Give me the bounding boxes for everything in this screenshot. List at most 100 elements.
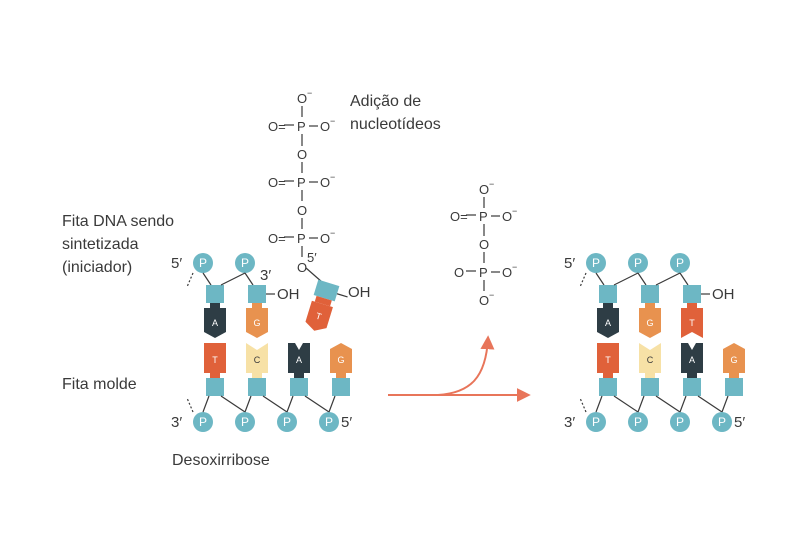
primer-3prime: 3′ <box>260 267 271 284</box>
nucleotide-5prime: 5′ <box>307 250 317 265</box>
chem-phosphate: P <box>479 209 488 224</box>
adding-label-line1: Adição de <box>350 93 421 110</box>
phosphate <box>193 253 213 273</box>
phosphate <box>586 253 606 273</box>
phosphate <box>235 412 255 432</box>
chem-negative: − <box>330 228 335 238</box>
base-g <box>330 343 352 373</box>
base-label: A <box>212 318 218 328</box>
chem-oxygen: O <box>297 203 307 218</box>
base-t <box>204 343 226 373</box>
chem-oxygen: O <box>297 91 307 106</box>
base-c <box>246 343 268 373</box>
base-label: G <box>646 318 653 328</box>
phosphate <box>586 412 606 432</box>
base-label: G <box>253 318 260 328</box>
phosphate <box>235 253 255 273</box>
bottom-strand-3prime: 3′ <box>564 414 575 431</box>
top-strand-5prime: 5′ <box>171 255 182 272</box>
chem-oxygen-double: O= <box>268 231 286 246</box>
bottom-strand-5prime: 5′ <box>734 414 745 431</box>
reaction-arrows <box>388 335 531 402</box>
phosphate-label: P <box>241 256 249 270</box>
base-label: C <box>647 355 654 365</box>
chem-oxygen: O <box>320 175 330 190</box>
phosphate-label: P <box>283 415 291 429</box>
chem-phosphate: P <box>297 231 306 246</box>
labels: Adição de nucleotídeos Fita DNA sendo si… <box>62 93 441 469</box>
phosphate <box>670 412 690 432</box>
sugar <box>599 378 617 396</box>
chem-negative: − <box>489 290 494 300</box>
sugar <box>248 378 266 396</box>
sugar <box>683 378 701 396</box>
incoming-sugar <box>313 279 340 302</box>
template-strand-label: Fita molde <box>62 376 137 393</box>
pyrophosphate: O − O= P O − O O P O − O − <box>450 179 517 308</box>
phosphate <box>628 253 648 273</box>
sugar <box>206 378 224 396</box>
new-strand-label-line1: Fita DNA sendo <box>62 213 174 230</box>
chem-negative: − <box>330 116 335 126</box>
base-label: T <box>605 355 611 365</box>
base-label: C <box>254 355 261 365</box>
base-label: T <box>689 318 695 328</box>
chem-phosphate: P <box>479 265 488 280</box>
sugar <box>641 378 659 396</box>
base-g <box>639 308 661 338</box>
phosphate-label: P <box>718 415 726 429</box>
chem-negative: − <box>489 179 494 189</box>
chem-phosphate: P <box>297 175 306 190</box>
phosphate-label: P <box>676 415 684 429</box>
incoming-base-t <box>305 300 333 331</box>
sugar <box>332 378 350 396</box>
chem-oxygen-double: O= <box>268 119 286 134</box>
phosphate <box>277 412 297 432</box>
chem-phosphate: P <box>297 119 306 134</box>
phosphate-label: P <box>676 256 684 270</box>
base-label: G <box>337 355 344 365</box>
base-a <box>288 343 310 373</box>
chem-oxygen: O <box>320 119 330 134</box>
bottom-strand-5prime: 5′ <box>341 414 352 431</box>
bottom-strand-3prime: 3′ <box>171 414 182 431</box>
base-label: A <box>605 318 611 328</box>
chem-negative: − <box>330 172 335 182</box>
phosphate-label: P <box>199 256 207 270</box>
sugar <box>725 378 743 396</box>
sugar <box>248 285 266 303</box>
deoxyribose-label: Desoxirribose <box>172 452 270 469</box>
base-c <box>639 343 661 373</box>
sugar <box>599 285 617 303</box>
phosphate <box>319 412 339 432</box>
incoming-oh: OH <box>348 284 371 301</box>
base-g <box>723 343 745 373</box>
sugar <box>206 285 224 303</box>
phosphate <box>628 412 648 432</box>
base-a <box>681 343 703 373</box>
top-strand-5prime: 5′ <box>564 255 575 272</box>
phosphate-label: P <box>325 415 333 429</box>
new-strand-label-line3: (iniciador) <box>62 259 132 276</box>
phosphate-label: P <box>199 415 207 429</box>
base-a <box>597 308 619 338</box>
base-label: G <box>730 355 737 365</box>
phosphate-label: P <box>592 256 600 270</box>
chem-oxygen: O <box>502 265 512 280</box>
chem-oxygen: O <box>479 293 489 308</box>
base-a <box>204 308 226 338</box>
sugar <box>641 285 659 303</box>
base-label: A <box>296 355 302 365</box>
chem-negative: − <box>307 88 312 98</box>
base-label: T <box>212 355 218 365</box>
phosphate <box>193 412 213 432</box>
base-g <box>246 308 268 338</box>
new-strand-label-line2: sintetizada <box>62 236 139 253</box>
incoming-base-label: T <box>315 311 324 322</box>
phosphate <box>712 412 732 432</box>
phosphate <box>670 253 690 273</box>
base-t <box>681 308 703 338</box>
incoming-nucleotide: T <box>305 279 348 331</box>
